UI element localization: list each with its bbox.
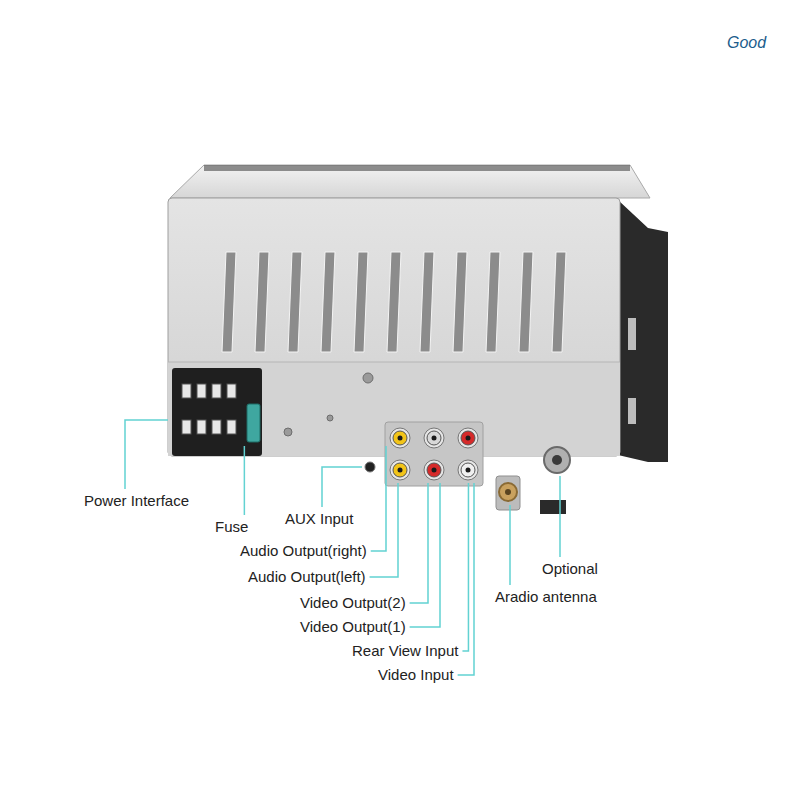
rca-insert xyxy=(427,463,441,477)
fin-slot xyxy=(552,252,566,352)
leader-line xyxy=(410,483,440,627)
fin-slot xyxy=(222,252,236,352)
pin xyxy=(227,420,236,434)
rca-ring xyxy=(458,460,478,480)
rca-pin xyxy=(398,436,403,441)
leader-line xyxy=(370,483,398,577)
rca-insert xyxy=(393,463,407,477)
gps-socket xyxy=(544,447,570,473)
gps-pin xyxy=(552,455,562,465)
pin xyxy=(212,384,221,398)
pin xyxy=(197,384,206,398)
rca-insert xyxy=(461,463,475,477)
callout-label: Aradio antenna xyxy=(495,588,597,606)
leader-line xyxy=(371,446,386,551)
leader-line xyxy=(410,483,428,603)
callout-label: AUX Input xyxy=(285,510,353,528)
fin-slot xyxy=(255,252,269,352)
callout-label: Video Output(2) xyxy=(300,594,406,612)
rca-pin xyxy=(398,468,403,473)
rear-panel xyxy=(168,198,620,456)
callout-label: Fuse xyxy=(215,518,248,536)
front-bezel xyxy=(618,200,668,462)
rca-ring xyxy=(458,428,478,448)
rca-insert xyxy=(393,431,407,445)
panel-edge xyxy=(168,362,620,363)
fin-slot xyxy=(519,252,533,352)
rca-block xyxy=(385,422,483,486)
screw xyxy=(363,373,373,383)
rca-ring xyxy=(424,428,444,448)
fin-slot xyxy=(453,252,467,352)
gps-clip xyxy=(540,500,566,514)
aux-jack xyxy=(365,462,375,472)
antenna-base xyxy=(496,476,520,510)
rca-ring xyxy=(390,428,410,448)
leader-line xyxy=(462,483,468,651)
connector-area xyxy=(168,362,620,456)
power-connector xyxy=(172,368,262,456)
rca-insert xyxy=(427,431,441,445)
callout-label: Optional xyxy=(542,560,598,578)
leader-line xyxy=(244,446,246,515)
fin-slot xyxy=(354,252,368,352)
leader-line xyxy=(458,483,474,675)
mount-tab xyxy=(628,398,636,424)
rca-pin xyxy=(466,436,471,441)
rca-pin xyxy=(432,468,437,473)
watermark: Good xyxy=(727,34,766,52)
rca-pin xyxy=(432,436,437,441)
cooling-fins xyxy=(222,252,566,352)
leader-line xyxy=(559,476,561,557)
fuse xyxy=(247,404,260,442)
pin xyxy=(212,420,221,434)
callout-label: Audio Output(left) xyxy=(248,568,366,586)
connector-pins xyxy=(182,384,236,434)
rca-ring xyxy=(424,460,444,480)
callout-label: Video Input xyxy=(378,666,454,684)
pin xyxy=(182,384,191,398)
pin xyxy=(227,384,236,398)
top-face xyxy=(170,165,650,198)
antenna-pin xyxy=(505,489,511,495)
screw xyxy=(284,428,292,436)
callout-label: Power Interface xyxy=(84,492,189,510)
fin-slot xyxy=(486,252,500,352)
callout-label: Audio Output(right) xyxy=(240,542,367,560)
fin-slot xyxy=(321,252,335,352)
leader-line xyxy=(509,505,511,585)
pin xyxy=(197,420,206,434)
fin-slot xyxy=(387,252,401,352)
screw xyxy=(327,415,333,421)
rca-pin xyxy=(466,468,471,473)
top-edge xyxy=(204,165,630,171)
rca-ring xyxy=(390,460,410,480)
rca-insert xyxy=(461,431,475,445)
leader-line xyxy=(125,420,168,489)
fin-slot xyxy=(288,252,302,352)
rca-jacks xyxy=(390,428,478,480)
pin xyxy=(182,420,191,434)
mount-tab xyxy=(628,318,636,350)
fin-slot xyxy=(420,252,434,352)
callout-label: Rear View Input xyxy=(352,642,458,660)
leader-line xyxy=(322,467,362,507)
callout-label: Video Output(1) xyxy=(300,618,406,636)
antenna-socket xyxy=(499,483,517,501)
